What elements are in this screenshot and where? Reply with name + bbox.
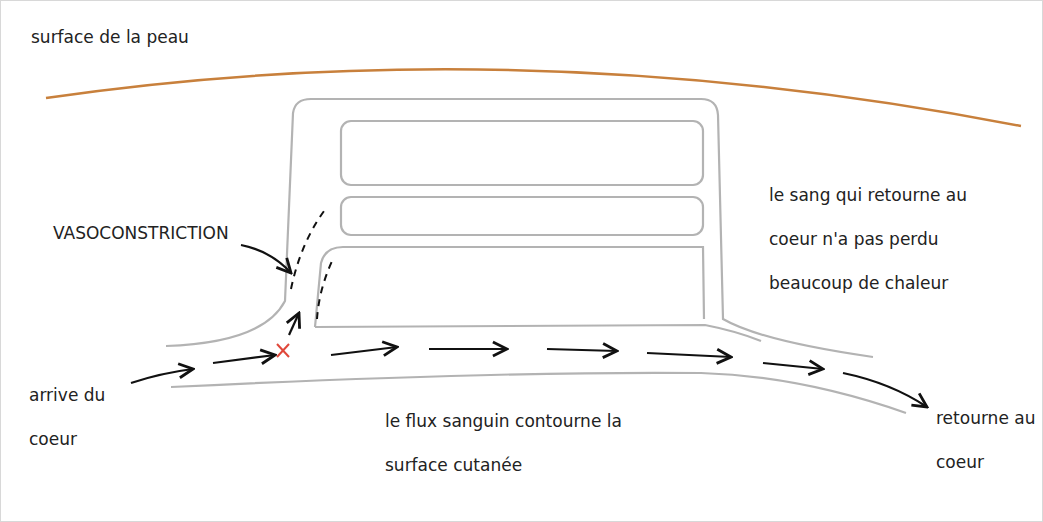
vessel-wall — [171, 373, 906, 413]
note-text: le flux sanguin contourne la surface cut… — [385, 399, 655, 487]
flow-label: arrive du coeur — [29, 373, 129, 461]
vasoconstriction-label: VASOCONSTRICTION — [53, 211, 273, 255]
capillary-channel — [315, 247, 704, 327]
blocked-mark — [277, 344, 289, 357]
note-text: le sang qui retourne au coeur n'a pas pe… — [769, 173, 1009, 305]
flow-arrow — [213, 355, 275, 363]
capillary-channel — [341, 197, 703, 235]
capillary-channel — [341, 121, 703, 185]
vessel-outer-wall — [166, 99, 873, 357]
constriction-dash — [317, 259, 333, 319]
flow-arrow — [843, 373, 927, 407]
vessel-wall — [315, 325, 761, 341]
skin-surface-line — [46, 69, 1021, 126]
flow-arrow — [647, 353, 731, 357]
leader-arrow — [241, 245, 291, 273]
flow-label: retourne au coeur — [936, 396, 1036, 484]
blocked-mark — [277, 344, 289, 357]
constriction-dash — [291, 207, 327, 289]
flow-arrow — [429, 348, 507, 350]
flow-arrow — [331, 347, 397, 355]
skin-label: surface de la peau — [31, 15, 291, 59]
flow-arrow — [289, 313, 299, 335]
flow-arrow — [547, 349, 617, 351]
flow-arrow — [763, 363, 823, 369]
flow-arrow — [131, 369, 193, 383]
